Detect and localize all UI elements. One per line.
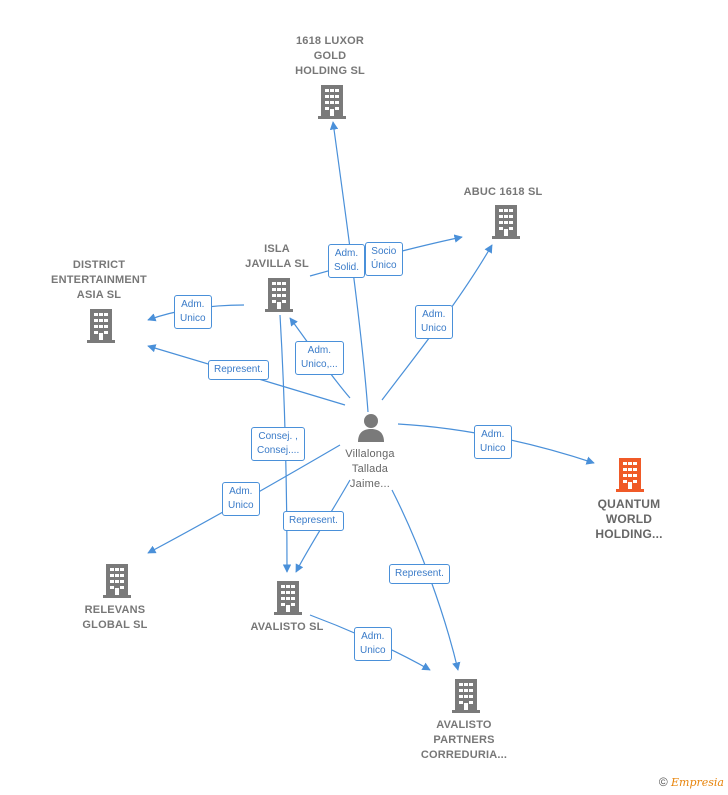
brand-logo: Empresia [671,776,724,789]
building-icon-luxor[interactable] [317,85,347,119]
node-label-avalisto-partners[interactable]: AVALISTO PARTNERS CORREDURIA... [420,719,508,761]
edge-label-represent-avalisto: Represent. [283,511,344,531]
edge-label-consej: Consej. , Consej.... [251,427,306,461]
node-label-quantum[interactable]: QUANTUM WORLD HOLDING... [595,497,663,541]
edge-label-socio-unico: Socio Único [365,242,403,276]
person-icon[interactable] [356,412,386,442]
edge-label-adm-solid: Adm. Solid. [328,244,366,278]
copyright-icon: © [658,775,668,789]
edge-label-adm-unico-district: Adm. Unico [174,295,212,329]
node-label-relevans[interactable]: RELEVANS GLOBAL SL [82,604,148,631]
building-icon-avalisto[interactable] [273,581,303,615]
building-icon-district[interactable] [86,309,116,343]
node-label-luxor[interactable]: 1618 LUXOR GOLD HOLDING SL [295,35,365,77]
building-icon-abuc[interactable] [491,205,521,239]
node-label-avalisto[interactable]: AVALISTO SL [250,621,324,633]
node-label-district[interactable]: DISTRICT ENTERTAINMENT ASIA SL [51,259,147,301]
edge-label-adm-unico-abuc: Adm. Unico [415,305,453,339]
edge-label-represent-district: Represent. [208,360,269,380]
node-label-person[interactable]: Villalonga Tallada Jaime... [345,448,395,490]
edge-label-adm-unico-isla: Adm. Unico,... [295,341,344,375]
node-label-abuc[interactable]: ABUC 1618 SL [463,186,543,198]
building-icon-quantum[interactable] [615,458,645,492]
building-icon-isla[interactable] [264,278,294,312]
building-icon-relevans[interactable] [102,564,132,598]
footer-brand[interactable]: © Empresia [659,775,724,789]
edge-label-represent-partners: Represent. [389,564,450,584]
building-icon-avalisto-partners[interactable] [451,679,481,713]
edge-label-adm-unico-relevans: Adm. Unico [222,482,260,516]
edge-label-adm-unico-quantum: Adm. Unico [474,425,512,459]
edge-label-adm-unico-partners: Adm. Unico [354,627,392,661]
node-label-isla[interactable]: ISLA JAVILLA SL [245,243,309,270]
